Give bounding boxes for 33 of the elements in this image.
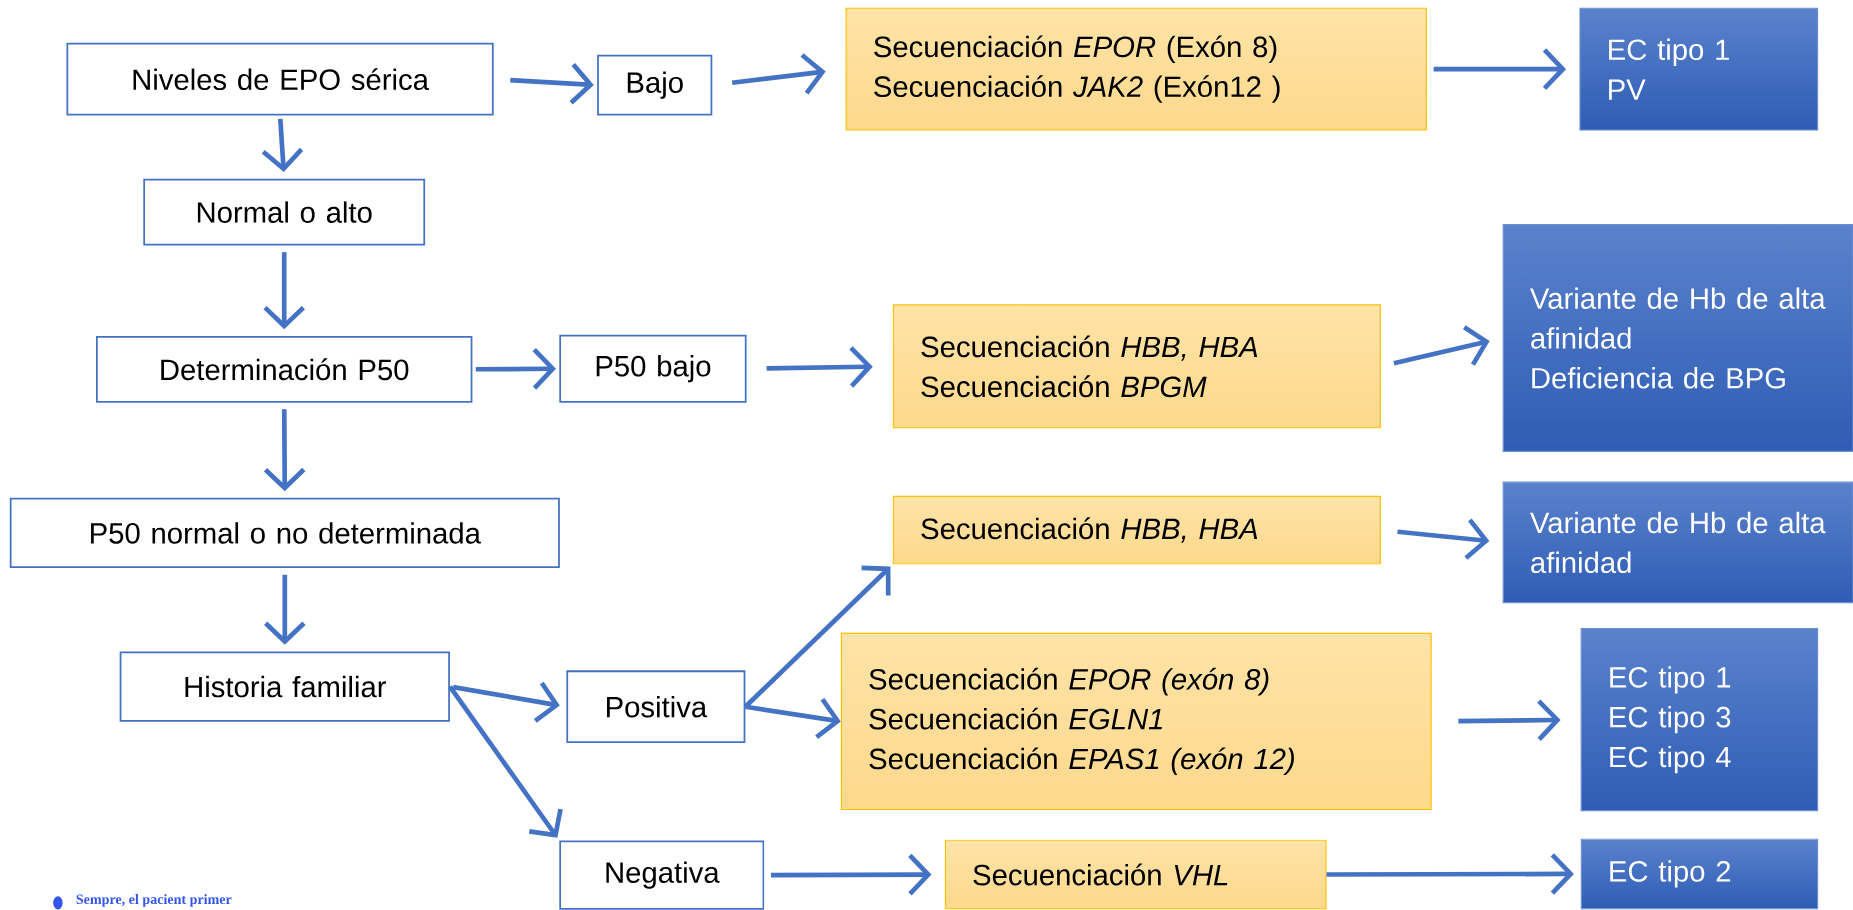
arrow — [452, 681, 560, 723]
sequencing-box: Secuenciación HBB, HBA — [892, 495, 1381, 565]
step-box: Historia familiar — [119, 651, 450, 722]
sequencing-box: Secuenciación EPOR (exón 8) Secuenciación EGLN1 Secuenciación EPAS1 (exón 12) — [840, 632, 1432, 811]
step-box: P50 normal o no determinada — [9, 497, 560, 569]
result-box: Variante de Hb de alta afinidad — [1502, 481, 1853, 604]
arrow — [1433, 48, 1567, 90]
arrow — [1458, 699, 1561, 741]
step-box: Determinación P50 — [96, 335, 473, 403]
step-box: Normal o alto — [143, 178, 426, 246]
step-box: Positiva — [566, 670, 746, 744]
arrow — [743, 565, 891, 709]
arrow — [510, 63, 594, 105]
step-box: Negativa — [559, 840, 765, 910]
arrow — [766, 346, 873, 388]
footer-text: Sempre, el pacient primer — [76, 894, 232, 907]
arrow — [745, 697, 841, 739]
arrow — [448, 685, 563, 838]
sequencing-box: Secuenciación EPOR (Exón 8) Secuenciación JAK2 (Exón12 ) — [845, 7, 1427, 131]
arrow — [1397, 518, 1490, 560]
step-box: P50 bajo — [559, 334, 747, 403]
result-box: EC tipo 1 EC tipo 3 EC tipo 4 — [1580, 628, 1819, 812]
step-box: Bajo — [597, 54, 713, 116]
arrow — [731, 53, 826, 95]
result-box: EC tipo 1 PV — [1579, 7, 1819, 131]
arrow — [1326, 853, 1574, 895]
sequencing-box: Secuenciación HBB, HBA Secuenciación BPGM — [892, 304, 1381, 429]
result-box: Variante de Hb de alta afinidad Deficiencia de BPG — [1502, 224, 1853, 453]
arrow — [771, 853, 932, 896]
arrow — [1393, 325, 1490, 366]
result-box: EC tipo 2 — [1580, 838, 1819, 910]
sequencing-box: Secuenciación VHL — [944, 839, 1327, 910]
step-box: Niveles de EPO sérica — [66, 42, 494, 116]
